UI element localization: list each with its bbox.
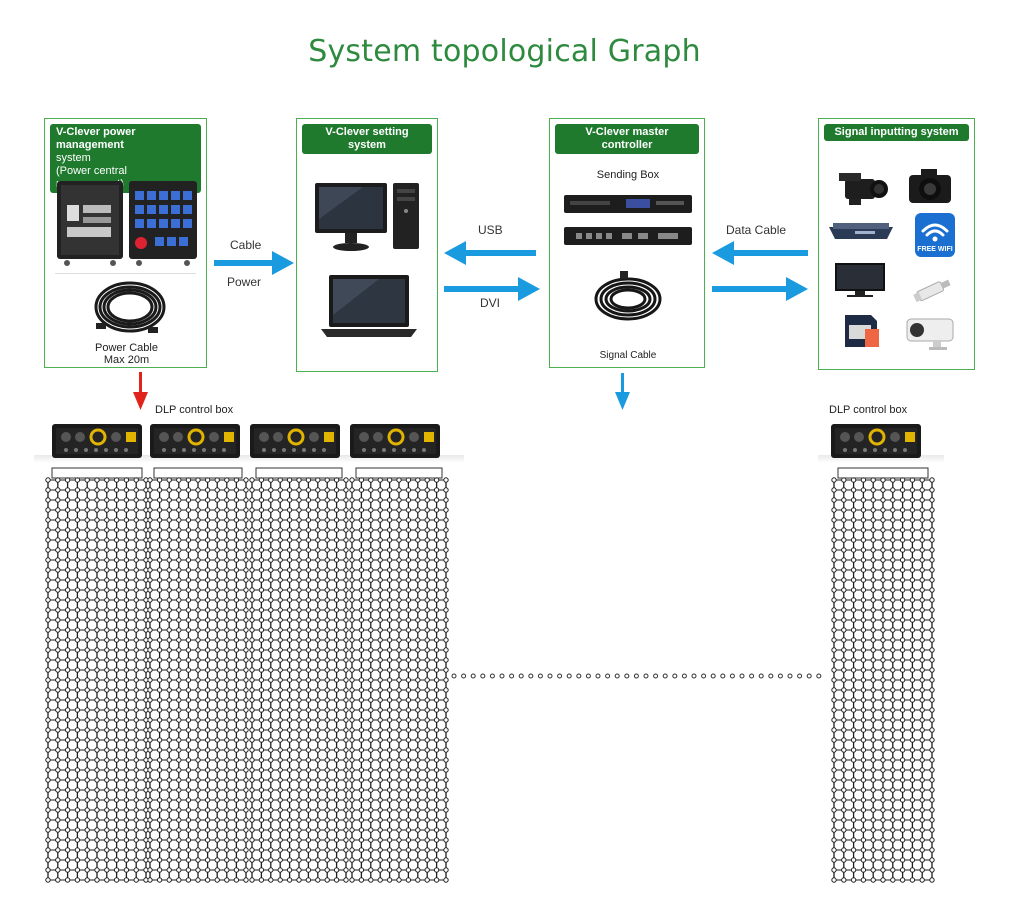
dlp-right-label: DLP control box bbox=[829, 404, 908, 416]
dlp-control-box bbox=[150, 424, 240, 458]
sd-card-icon bbox=[845, 315, 879, 347]
cable-power-arrow bbox=[214, 260, 274, 266]
usb-arrow bbox=[464, 250, 536, 256]
mesh-header-bracket bbox=[255, 467, 343, 479]
led-mesh-panel bbox=[349, 477, 449, 883]
wifi-icon: FREE WIFI bbox=[915, 213, 955, 257]
power-rack-icon bbox=[57, 181, 197, 266]
signal-inputting-header: Signal inputting system bbox=[824, 124, 969, 141]
sending-box-label: Sending Box bbox=[596, 169, 660, 181]
dlp-control-box bbox=[250, 424, 340, 458]
power-header-line-1: V-Clever power management bbox=[56, 126, 136, 151]
mesh-header-bracket bbox=[837, 467, 929, 479]
wifi-text: FREE WIFI bbox=[917, 246, 952, 253]
to-signal-arrow bbox=[712, 286, 788, 292]
dlp-control-box bbox=[831, 424, 921, 458]
security-camera-icon bbox=[906, 318, 954, 350]
dvd-player-icon bbox=[829, 223, 893, 239]
desktop-pc-icon bbox=[315, 183, 419, 251]
usb-drive-icon bbox=[913, 279, 951, 303]
diagram-title: System topological Graph bbox=[308, 34, 701, 69]
led-mesh-panel bbox=[147, 477, 249, 883]
dlp-control-box bbox=[350, 424, 440, 458]
master-controller-header: V-Clever master controller bbox=[555, 124, 699, 154]
mesh-header-bracket bbox=[355, 467, 443, 479]
led-mesh-panel bbox=[249, 477, 349, 883]
panel-divider bbox=[55, 273, 196, 274]
data-cable-label: Data Cable bbox=[726, 223, 787, 237]
cable-label: Cable bbox=[230, 238, 262, 252]
led-mesh-panel bbox=[831, 477, 935, 883]
down-master-arrow bbox=[621, 373, 624, 393]
dlp-shadow-right bbox=[818, 455, 944, 463]
dlp-left-label: DLP control box bbox=[155, 404, 234, 416]
dslr-camera-icon bbox=[909, 169, 951, 203]
power-cable-caption: Power Cable Max 20m bbox=[45, 342, 208, 366]
led-mesh-panel bbox=[45, 477, 149, 883]
data-cable-arrow bbox=[732, 250, 808, 256]
power-cable-caption-line-1: Power Cable bbox=[95, 342, 158, 354]
power-cable-caption-line-2: Max 20m bbox=[103, 354, 150, 366]
video-camera-icon bbox=[839, 173, 888, 205]
power-label: Power bbox=[227, 275, 262, 289]
dlp-control-box bbox=[52, 424, 142, 458]
power-header-line-2: system bbox=[56, 152, 91, 164]
signal-cable-label: Signal Cable bbox=[599, 350, 657, 361]
usb-label: USB bbox=[478, 223, 503, 237]
signal-inputting-panel: Signal inputting system FREE WIFI bbox=[818, 118, 975, 370]
laptop-icon bbox=[321, 275, 417, 337]
setting-system-panel: V-Clever setting system bbox=[296, 118, 438, 372]
setting-system-header: V-Clever setting system bbox=[302, 124, 432, 154]
sending-box-icon bbox=[564, 195, 692, 245]
mesh-header-bracket bbox=[51, 467, 143, 479]
dvi-arrow bbox=[444, 286, 520, 292]
master-controller-panel: V-Clever master controller Sending Box S… bbox=[549, 118, 705, 368]
continuation-dots bbox=[451, 673, 822, 679]
power-management-panel: V-Clever power management system (Power … bbox=[44, 118, 207, 368]
mesh-header-bracket bbox=[153, 467, 243, 479]
tv-icon bbox=[835, 263, 885, 297]
down-power-arrow bbox=[139, 372, 142, 394]
dvi-label: DVI bbox=[480, 296, 501, 310]
signal-cable-coil-icon bbox=[594, 271, 662, 321]
power-cable-coil-icon bbox=[94, 281, 166, 333]
dlp-shadow-left bbox=[34, 455, 464, 463]
